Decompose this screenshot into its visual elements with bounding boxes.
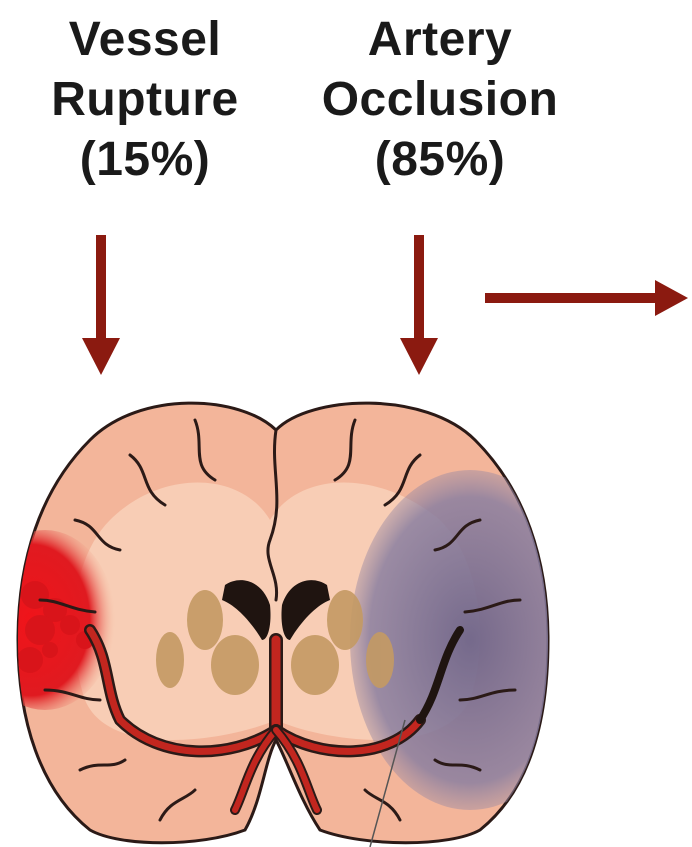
down-arrow-icon: [400, 235, 438, 375]
arrows-layer: [0, 0, 692, 380]
brain-coronal-section-illustration: [0, 380, 692, 847]
right-arrow-icon: [485, 280, 688, 316]
down-arrow-icon: [82, 235, 120, 375]
